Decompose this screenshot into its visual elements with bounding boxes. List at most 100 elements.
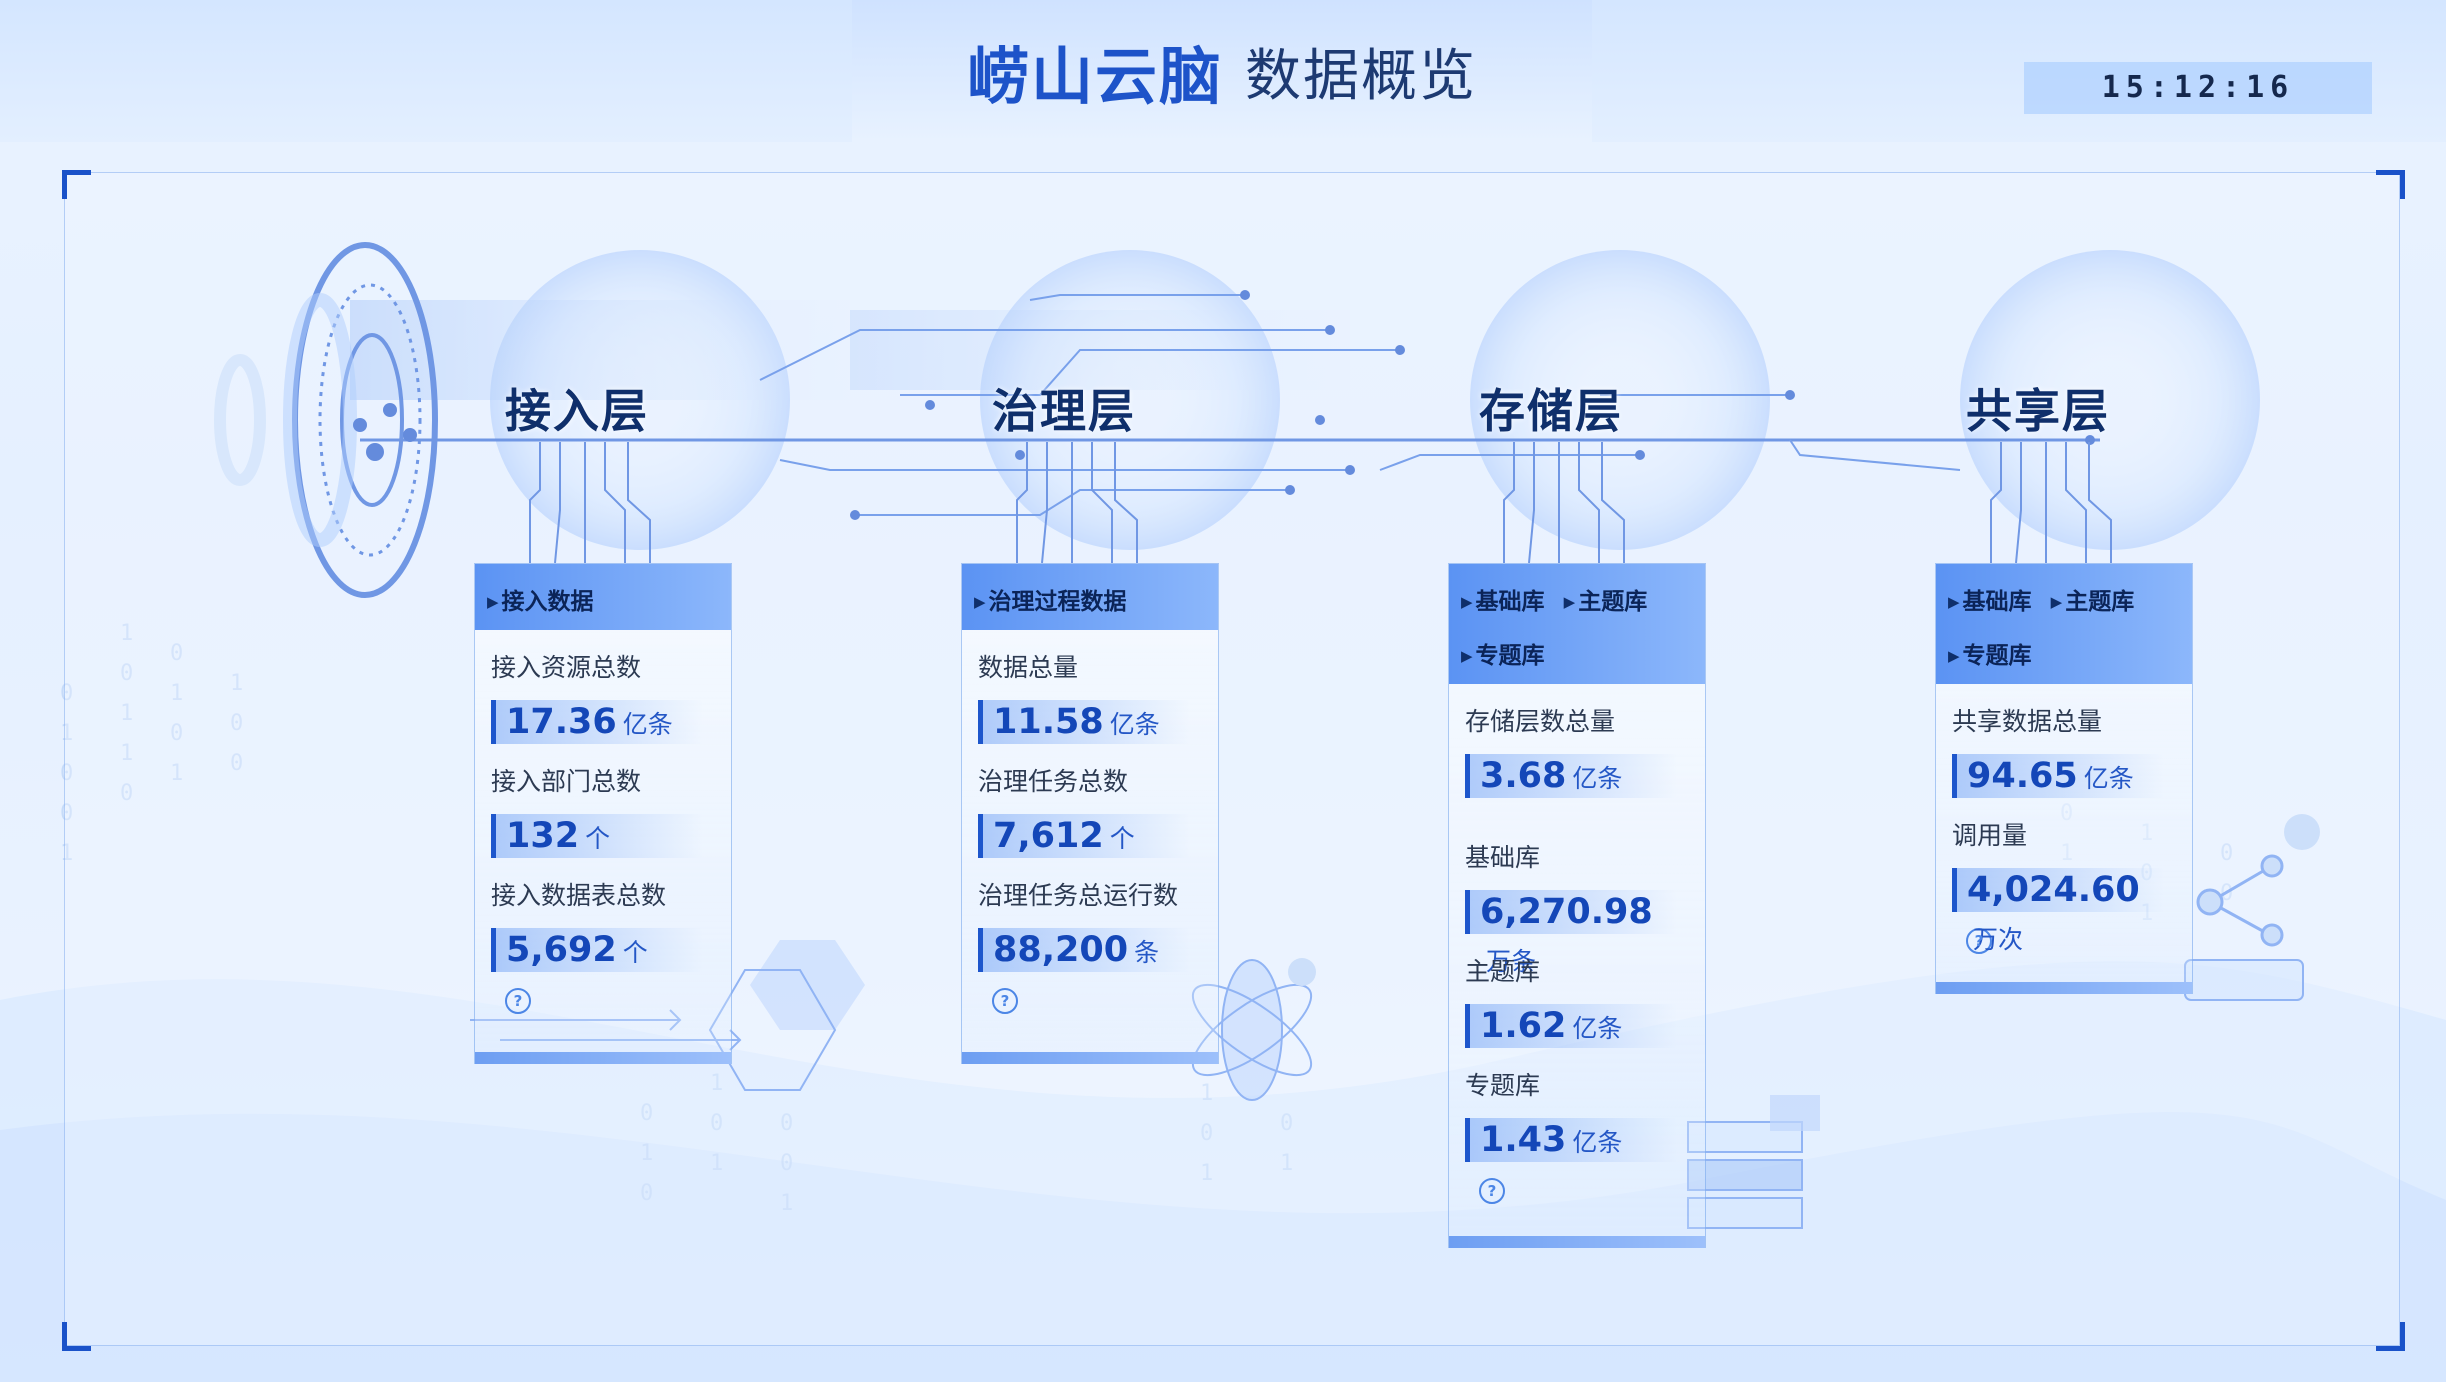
metric-label: 数据总量: [978, 653, 1079, 682]
panel-tags: 基础库 主题库 专题库: [1936, 564, 2192, 684]
svg-text:1: 1: [170, 681, 183, 706]
metric-unit: 万条: [1486, 947, 1537, 976]
metric-label: 共享数据总量: [1952, 707, 2103, 736]
layer-title-access: 接入层: [505, 384, 649, 438]
page-title: 崂山云脑 数据概览: [852, 0, 1592, 142]
svg-text:0: 0: [120, 661, 133, 686]
panel-footer-bar: [475, 1052, 731, 1064]
metric-number: 7,612: [993, 816, 1104, 856]
metric-label: 基础库: [1465, 843, 1541, 872]
metric-number: 3.68: [1480, 756, 1567, 796]
svg-text:0: 0: [780, 1151, 793, 1176]
tag-base-library[interactable]: 基础库: [1461, 582, 1545, 616]
frame-corner-tl: [62, 170, 91, 199]
metric-unit: 亿条: [2083, 764, 2134, 793]
svg-text:0: 0: [640, 1101, 653, 1126]
frame-corner-tr: [2376, 170, 2405, 199]
help-icon[interactable]: ?: [992, 988, 1018, 1014]
title-subtitle: 数据概览: [1245, 43, 1477, 109]
svg-text:1: 1: [120, 701, 133, 726]
metric-unit: 亿条: [1572, 1014, 1623, 1043]
svg-text:1: 1: [60, 841, 73, 866]
svg-text:1: 1: [1200, 1081, 1213, 1106]
layer-title-sharing: 共享层: [1966, 384, 2110, 438]
svg-text:0: 0: [2220, 841, 2233, 866]
metric-number: 1.62: [1480, 1006, 1567, 1046]
tag-governance-process-data[interactable]: 治理过程数据: [974, 582, 1127, 616]
title-brand: 崂山云脑: [966, 40, 1223, 113]
svg-text:0: 0: [60, 681, 73, 706]
tag-topic-library[interactable]: 主题库: [1564, 582, 1647, 616]
svg-text:0: 0: [1200, 1121, 1213, 1146]
metric-label: 专题库: [1465, 1071, 1541, 1100]
metric-number: 1.43: [1480, 1120, 1567, 1160]
metric-number: 17.36: [506, 702, 617, 742]
metric-number: 88,200: [993, 930, 1129, 970]
metric-unit: 个: [585, 824, 611, 853]
svg-text:0: 0: [170, 641, 183, 666]
tag-topic-library[interactable]: 主题库: [2051, 582, 2134, 616]
metric-number: 5,692: [506, 930, 617, 970]
help-icon[interactable]: ?: [505, 988, 531, 1014]
metric-unit: 亿条: [1572, 764, 1623, 793]
metric-unit: 条: [1134, 938, 1160, 967]
svg-text:0: 0: [170, 721, 183, 746]
metric-value-box: 4,024.60万次: [1952, 868, 2164, 954]
help-icon[interactable]: ?: [1966, 928, 1992, 954]
metric-number: 4,024.60: [1967, 870, 2140, 910]
layer-title-governance: 治理层: [992, 384, 1136, 438]
tag-special-library[interactable]: 专题库: [1948, 636, 2032, 670]
tag-access-data[interactable]: 接入数据: [487, 582, 594, 616]
frame-corner-bl: [62, 1322, 91, 1351]
panel-footer-bar: [1936, 982, 2192, 994]
layer-title-storage: 存储层: [1479, 384, 1623, 438]
metric-unit: 个: [1109, 824, 1135, 853]
metric-unit: 亿条: [622, 710, 673, 739]
svg-text:0: 0: [710, 1111, 723, 1136]
metric-label: 接入部门总数: [491, 767, 642, 796]
tag-special-library[interactable]: 专题库: [1461, 636, 1545, 670]
svg-text:1: 1: [60, 721, 73, 746]
metric-unit: 亿条: [1572, 1128, 1623, 1157]
svg-text:1: 1: [710, 1151, 723, 1176]
svg-text:0: 0: [230, 711, 243, 736]
metric-label: 存储层数总量: [1465, 707, 1616, 736]
svg-text:1: 1: [120, 621, 133, 646]
metric-unit: 个: [622, 938, 648, 967]
svg-text:1: 1: [170, 761, 183, 786]
svg-text:0: 0: [60, 801, 73, 826]
metric-label: 调用量: [1952, 821, 2028, 850]
svg-text:1: 1: [780, 1191, 793, 1216]
frame-corner-br: [2376, 1322, 2405, 1351]
metric-number: 6,270.98: [1480, 892, 1653, 932]
svg-text:0: 0: [780, 1111, 793, 1136]
svg-text:1: 1: [710, 1071, 723, 1096]
metric-number: 11.58: [993, 702, 1104, 742]
tag-base-library[interactable]: 基础库: [1948, 582, 2032, 616]
panel-footer-bar: [1449, 1236, 1705, 1248]
panel-tags: 基础库 主题库 专题库: [1449, 564, 1705, 684]
clock: 15:12:16: [2101, 70, 2295, 105]
metric-value-box: 6,270.98 万条: [1465, 890, 1677, 976]
metric-number: 132: [506, 816, 580, 856]
svg-text:1: 1: [1280, 1151, 1293, 1176]
svg-text:0: 0: [120, 781, 133, 806]
panel-tags: 治理过程数据: [962, 564, 1218, 630]
metric-label: 治理任务总数: [978, 767, 1129, 796]
help-icon[interactable]: ?: [1479, 1178, 1505, 1204]
svg-text:1: 1: [1200, 1161, 1213, 1186]
metric-label: 接入数据表总数: [491, 881, 667, 910]
